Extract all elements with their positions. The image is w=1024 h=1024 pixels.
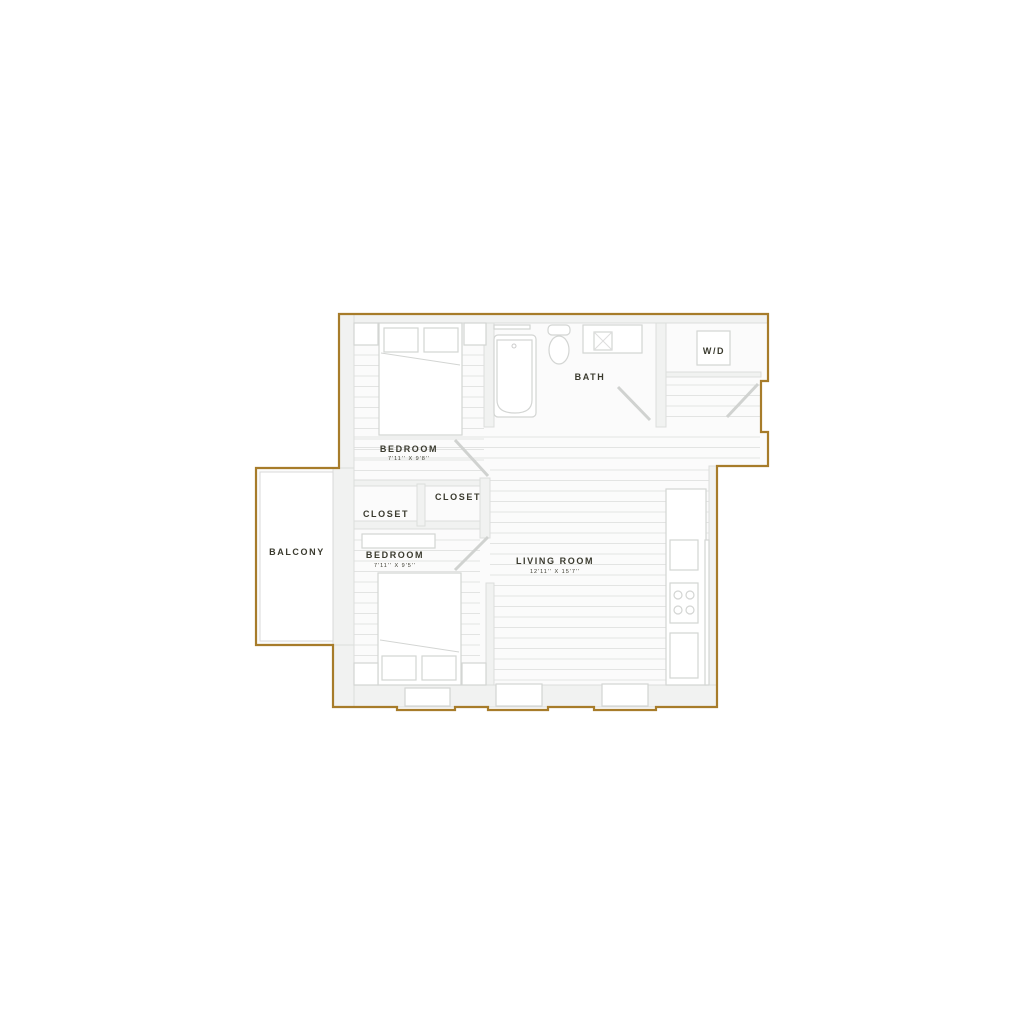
room-label-balcony: BALCONY (269, 547, 325, 557)
room-label-closet-1: CLOSET (435, 492, 481, 502)
balcony-area (259, 471, 334, 642)
windows (404, 683, 649, 707)
exterior-wall (254, 312, 770, 712)
room-label-living-room: LIVING ROOM (516, 556, 594, 566)
bedroom-2-door[interactable] (453, 535, 490, 572)
room-dimensions-bedroom-1: 7'11'' X 9'8'' (388, 456, 430, 462)
room-dimensions-bedroom-2: 7'11'' X 9'5'' (374, 563, 416, 569)
room-dimensions-living-room: 12'11'' X 15'7'' (530, 569, 580, 575)
bath-fixtures (493, 324, 652, 422)
kitchen (665, 488, 710, 686)
room-label-bedroom-2: BEDROOM (366, 550, 424, 560)
laundry-door[interactable] (725, 382, 760, 419)
washer-dryer (696, 330, 731, 366)
room-label-closet-2: CLOSET (363, 509, 409, 519)
bedroom-1-door[interactable] (453, 438, 490, 478)
room-label-bedroom-1: BEDROOM (380, 444, 438, 454)
bed-2 (353, 533, 487, 686)
room-label-bath: BATH (575, 372, 606, 382)
bed-1 (353, 322, 487, 436)
room-label-laundry: W/D (703, 346, 725, 356)
